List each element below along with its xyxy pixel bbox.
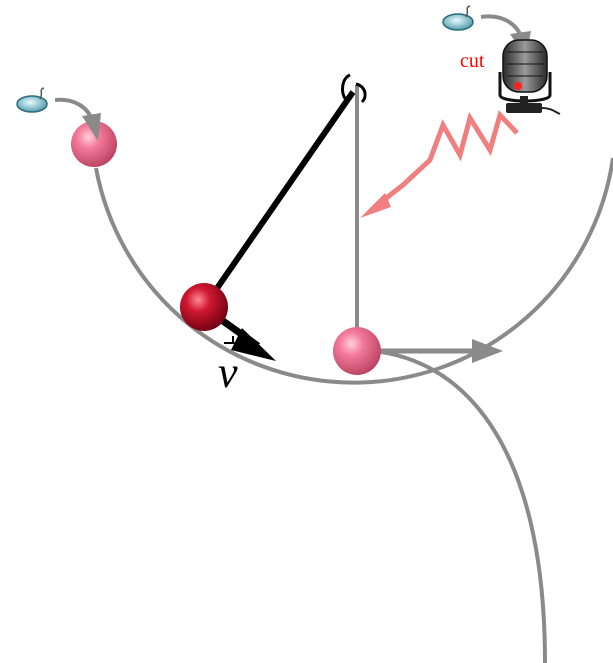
mouse-icon[interactable] [16,87,48,113]
pendulum-arc [94,157,613,385]
ball-current-position [180,283,228,331]
velocity-label: v [218,348,238,397]
cut-label: cut [460,50,485,72]
pendulum-string [201,90,356,309]
pivot-hook-icon [341,73,367,104]
trajectory-curve [357,348,547,663]
microphone-icon[interactable] [498,39,561,115]
ball-bottom-position [333,327,381,375]
mouse-icon[interactable] [442,5,474,31]
mouse-action-arrow [54,97,101,141]
cut-signal-arrow [360,110,519,218]
ball-start-position [71,121,117,167]
